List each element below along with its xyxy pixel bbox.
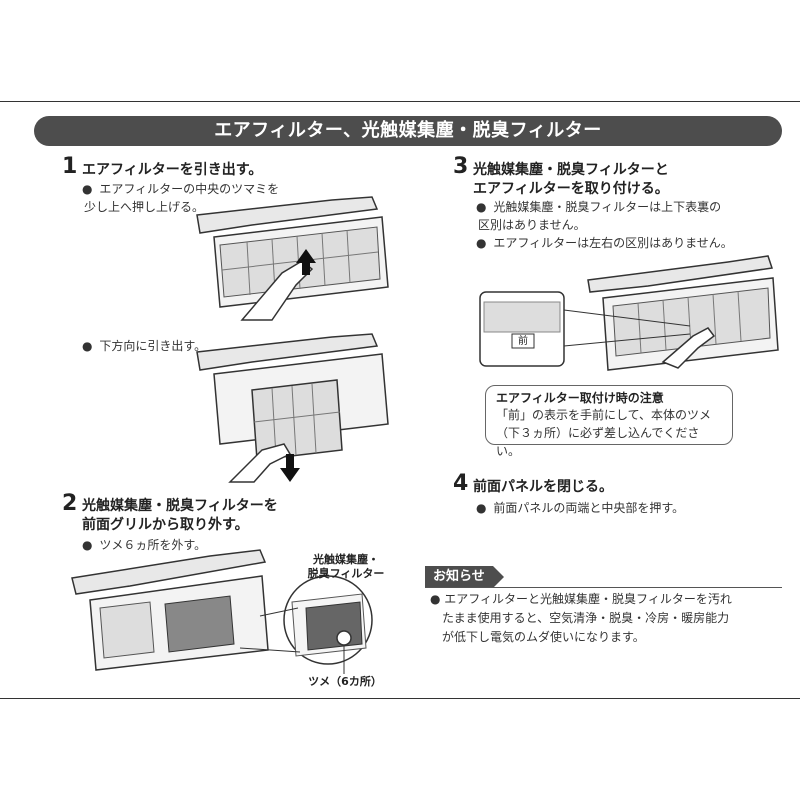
step-1-bullet-1: エアフィルターの中央のツマミを 少し上へ押し上げる。	[82, 180, 279, 216]
deodorizing-filter-callout-label: 光触媒集塵・ 脱臭フィルター	[296, 553, 396, 581]
caution-line-2: （下３ヵ所）に必ず差し込んでください。	[496, 426, 700, 458]
caution-line-1: 「前」の表示を手前にして、本体のツメ	[496, 408, 712, 422]
notice-line-3: が低下し電気のムダ使いになります。	[442, 630, 645, 644]
illustration-push-up-knob	[196, 196, 389, 321]
arrow-down-icon	[280, 454, 300, 482]
callout-label-line-1: 光触媒集塵・	[313, 553, 379, 566]
notice-tag: お知らせ	[425, 566, 504, 588]
step-3-number: 3	[453, 154, 469, 179]
notice-text: ● エアフィルターと光触媒集塵・脱臭フィルターを汚れ たまま使用すると、空気清浄…	[430, 590, 770, 647]
front-marker-label: 前	[518, 336, 528, 347]
step-3-bullet-2-line-1: エアフィルターは左右の区別はありません。	[493, 236, 733, 250]
step-3-title-line-1: 光触媒集塵・脱臭フィルターと	[473, 162, 669, 178]
illustration-install-filters	[479, 255, 779, 371]
step-3-bullet-1-line-2: 区別はありません。	[478, 218, 586, 232]
notice-line-2: たまま使用すると、空気清浄・脱臭・冷房・暖房能力	[442, 611, 730, 625]
step-4-title: 前面パネルを閉じる。	[473, 479, 613, 495]
illustration-pull-down-filter	[196, 333, 389, 483]
step-1-number: 1	[62, 154, 78, 179]
arrow-up-icon	[296, 249, 316, 275]
illustration-remove-deodorizing-filter	[71, 549, 373, 674]
step-2-title-line-1: 光触媒集塵・脱臭フィルターを	[82, 498, 278, 514]
notice-divider	[425, 587, 782, 588]
caution-title: エアフィルター取付け時の注意	[496, 391, 664, 405]
hand-icon	[240, 260, 314, 321]
step-1-bullet-2: 下方向に引き出す。	[82, 337, 206, 355]
step-3-title-line-2: エアフィルターを取り付ける。	[473, 181, 669, 197]
step-1-bullet-1-line-1: エアフィルターの中央のツマミを	[99, 182, 280, 196]
callout-label-line-2: 脱臭フィルター	[307, 567, 385, 580]
step-1-title: エアフィルターを引き出す。	[82, 162, 263, 178]
caution-box: エアフィルター取付け時の注意 「前」の表示を手前にして、本体のツメ （下３ヵ所）…	[485, 385, 733, 458]
step-2-bullet-1-line-1: ツメ６ヵ所を外す。	[99, 538, 207, 552]
page-frame	[0, 101, 800, 699]
section-title: エアフィルター、光触媒集塵・脱臭フィルター	[34, 116, 782, 146]
notice-line-1: ● エアフィルターと光触媒集塵・脱臭フィルターを汚れ	[430, 592, 732, 606]
step-3-bullet-1: 光触媒集塵・脱臭フィルターは上下表裏の 区別はありません。	[476, 198, 721, 234]
step-2-bullet-1: ツメ６ヵ所を外す。	[82, 536, 206, 554]
notice-line-1-text: エアフィルターと光触媒集塵・脱臭フィルターを汚れ	[444, 592, 732, 606]
step-2-number: 2	[62, 491, 78, 516]
step-3-bullet-2: エアフィルターは左右の区別はありません。	[476, 234, 733, 252]
step-2-title-line-2: 前面グリルから取り外す。	[82, 517, 249, 533]
step-3-bullet-1-line-1: 光触媒集塵・脱臭フィルターは上下表裏の	[493, 200, 722, 214]
step-4-bullet-1: 前面パネルの両端と中央部を押す。	[476, 499, 684, 517]
step-1-bullet-2-line-1: 下方向に引き出す。	[99, 339, 207, 353]
step-4-number: 4	[453, 471, 469, 496]
tab-label: ツメ（6カ所）	[308, 675, 382, 688]
step-1-bullet-1-line-2: 少し上へ押し上げる。	[84, 200, 205, 214]
step-4-bullet-1-line-1: 前面パネルの両端と中央部を押す。	[493, 501, 685, 515]
hand-icon-3	[661, 327, 716, 369]
